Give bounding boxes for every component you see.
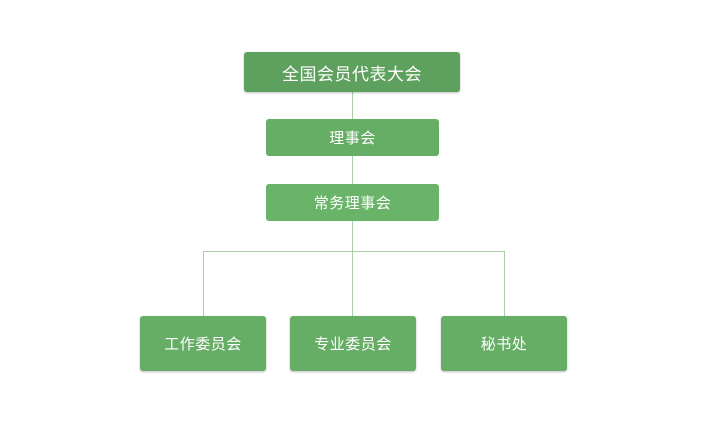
node-professional-committee-label: 专业委员会 (314, 335, 392, 353)
node-standing-council: 常务理事会 (266, 184, 439, 221)
node-work-committee-label: 工作委员会 (164, 335, 242, 353)
node-council-label: 理事会 (329, 129, 376, 147)
node-national-congress-label: 全国会员代表大会 (282, 64, 422, 85)
node-work-committee: 工作委员会 (140, 316, 266, 371)
node-secretariat-label: 秘书处 (480, 335, 528, 353)
node-council: 理事会 (266, 119, 439, 156)
node-standing-council-label: 常务理事会 (313, 194, 392, 212)
node-professional-committee: 专业委员会 (290, 316, 416, 371)
node-national-congress: 全国会员代表大会 (244, 52, 460, 92)
node-secretariat: 秘书处 (441, 316, 567, 371)
